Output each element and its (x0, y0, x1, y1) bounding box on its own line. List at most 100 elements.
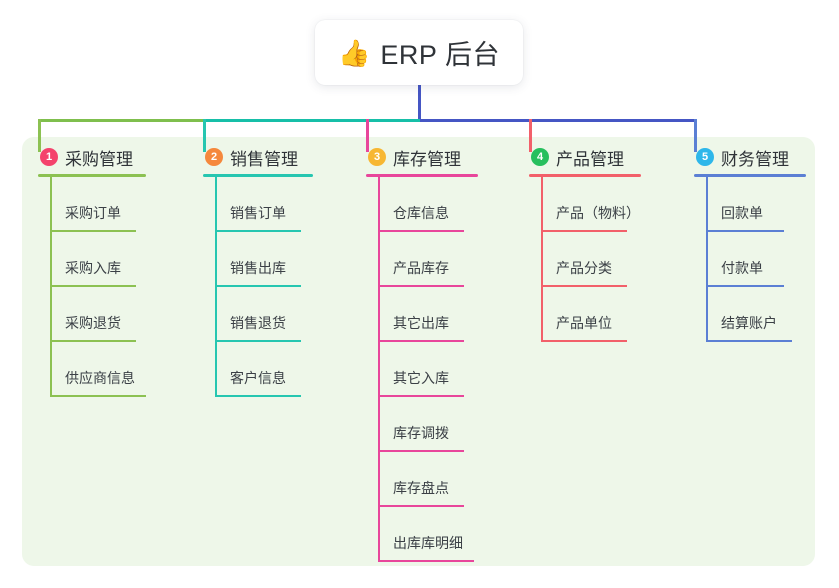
branch-spine (378, 177, 380, 562)
branch-item[interactable]: 产品（物料） (529, 177, 641, 232)
branch-item-underline (378, 230, 464, 232)
branch-header-5[interactable]: 5 财务管理 (694, 145, 806, 169)
branch-item[interactable]: 结算账户 (694, 287, 806, 342)
branch-item-label: 结算账户 (721, 315, 777, 331)
branch-item[interactable]: 采购订单 (38, 177, 146, 232)
branch-item-label: 客户信息 (230, 370, 286, 386)
branch-column-5: 5 财务管理回款单付款单结算账户 (694, 145, 806, 342)
branch-item-underline (378, 450, 464, 452)
branch-item-underline (215, 230, 301, 232)
branch-item-underline (215, 340, 301, 342)
branch-item[interactable]: 产品单位 (529, 287, 641, 342)
branch-item[interactable]: 产品库存 (366, 232, 478, 287)
branch-item-underline (50, 395, 146, 397)
branch-item-label: 回款单 (721, 205, 763, 221)
branch-item[interactable]: 供应商信息 (38, 342, 146, 397)
branch-item-label: 其它出库 (393, 315, 449, 331)
branch-item-label: 产品（物料） (556, 205, 640, 221)
branch-item[interactable]: 销售订单 (203, 177, 313, 232)
branch-item[interactable]: 客户信息 (203, 342, 313, 397)
branch-item[interactable]: 其它入库 (366, 342, 478, 397)
branch-item[interactable]: 采购退货 (38, 287, 146, 342)
branch-number-badge: 2 (205, 148, 223, 166)
branch-item-label: 采购订单 (65, 205, 121, 221)
branch-title: 采购管理 (65, 149, 133, 169)
branch-item-underline (378, 505, 464, 507)
branch-item-label: 产品单位 (556, 315, 612, 331)
branch-spine (706, 177, 708, 342)
branch-header-2[interactable]: 2 销售管理 (203, 145, 313, 169)
branch-item-label: 产品分类 (556, 260, 612, 276)
branch-item-underline (50, 285, 136, 287)
branch-item-label: 库存调拨 (393, 425, 449, 441)
branch-item-list-5: 回款单付款单结算账户 (694, 177, 806, 342)
branch-item-underline (378, 285, 464, 287)
branch-item[interactable]: 销售出库 (203, 232, 313, 287)
connector-root-stem (418, 85, 421, 122)
thumbs-up-icon: 👍 (338, 37, 371, 68)
branch-item[interactable]: 仓库信息 (366, 177, 478, 232)
branch-item-label: 付款单 (721, 260, 763, 276)
branch-item-label: 仓库信息 (393, 205, 449, 221)
connector-drop-2 (203, 119, 206, 152)
branch-underline (203, 174, 313, 177)
branch-title: 销售管理 (230, 149, 298, 169)
branch-column-2: 2 销售管理销售订单销售出库销售退货客户信息 (203, 145, 313, 397)
connector-bus-segment-3 (420, 119, 696, 122)
branch-item[interactable]: 库存盘点 (366, 452, 478, 507)
branch-item-underline (215, 285, 301, 287)
connector-drop-4 (529, 119, 532, 152)
root-node[interactable]: 👍 ERP 后台 (315, 20, 523, 85)
branch-item-label: 供应商信息 (65, 370, 135, 386)
branch-item-underline (706, 340, 792, 342)
branch-underline (529, 174, 641, 177)
branch-item-underline (215, 395, 301, 397)
branch-item-underline (541, 285, 627, 287)
branch-item[interactable]: 销售退货 (203, 287, 313, 342)
branch-spine (50, 177, 52, 397)
branch-title: 产品管理 (556, 149, 624, 169)
branches-panel (22, 137, 815, 566)
branch-spine (215, 177, 217, 397)
branch-item[interactable]: 付款单 (694, 232, 806, 287)
branch-item[interactable]: 产品分类 (529, 232, 641, 287)
branch-item[interactable]: 采购入库 (38, 232, 146, 287)
branch-title: 库存管理 (393, 149, 461, 169)
connector-bus-segment-1 (40, 119, 205, 122)
connector-drop-1 (38, 119, 41, 152)
branch-number-badge: 5 (696, 148, 714, 166)
branch-item-list-2: 销售订单销售出库销售退货客户信息 (203, 177, 313, 397)
branch-header-3[interactable]: 3 库存管理 (366, 145, 478, 169)
branch-item-label: 产品库存 (393, 260, 449, 276)
branch-spine (541, 177, 543, 342)
branch-item[interactable]: 回款单 (694, 177, 806, 232)
branch-item[interactable]: 出库库明细 (366, 507, 478, 562)
branch-item-list-4: 产品（物料） 产品分类产品单位 (529, 177, 641, 342)
branch-item-label: 销售出库 (230, 260, 286, 276)
branch-item-underline (378, 395, 464, 397)
branch-item-label: 出库库明细 (393, 535, 463, 551)
branch-item-label: 采购退货 (65, 315, 121, 331)
branch-item-label: 销售退货 (230, 315, 286, 331)
branch-item[interactable]: 库存调拨 (366, 397, 478, 452)
root-title: ERP 后台 (380, 40, 500, 70)
branch-item-list-3: 仓库信息产品库存其它出库其它入库库存调拨库存盘点出库库明细 (366, 177, 478, 562)
branch-underline (366, 174, 478, 177)
connector-drop-3 (366, 119, 369, 152)
connector-bus-segment-2 (205, 119, 421, 122)
branch-item-underline (378, 340, 464, 342)
branch-item-label: 其它入库 (393, 370, 449, 386)
branch-number-badge: 3 (368, 148, 386, 166)
branch-title: 财务管理 (721, 149, 789, 169)
branch-item[interactable]: 其它出库 (366, 287, 478, 342)
branch-item-underline (706, 230, 784, 232)
connector-drop-5 (694, 119, 697, 152)
branch-item-underline (50, 340, 136, 342)
branch-item-label: 采购入库 (65, 260, 121, 276)
branch-item-underline (706, 285, 784, 287)
branch-item-underline (541, 340, 627, 342)
branch-item-label: 销售订单 (230, 205, 286, 221)
